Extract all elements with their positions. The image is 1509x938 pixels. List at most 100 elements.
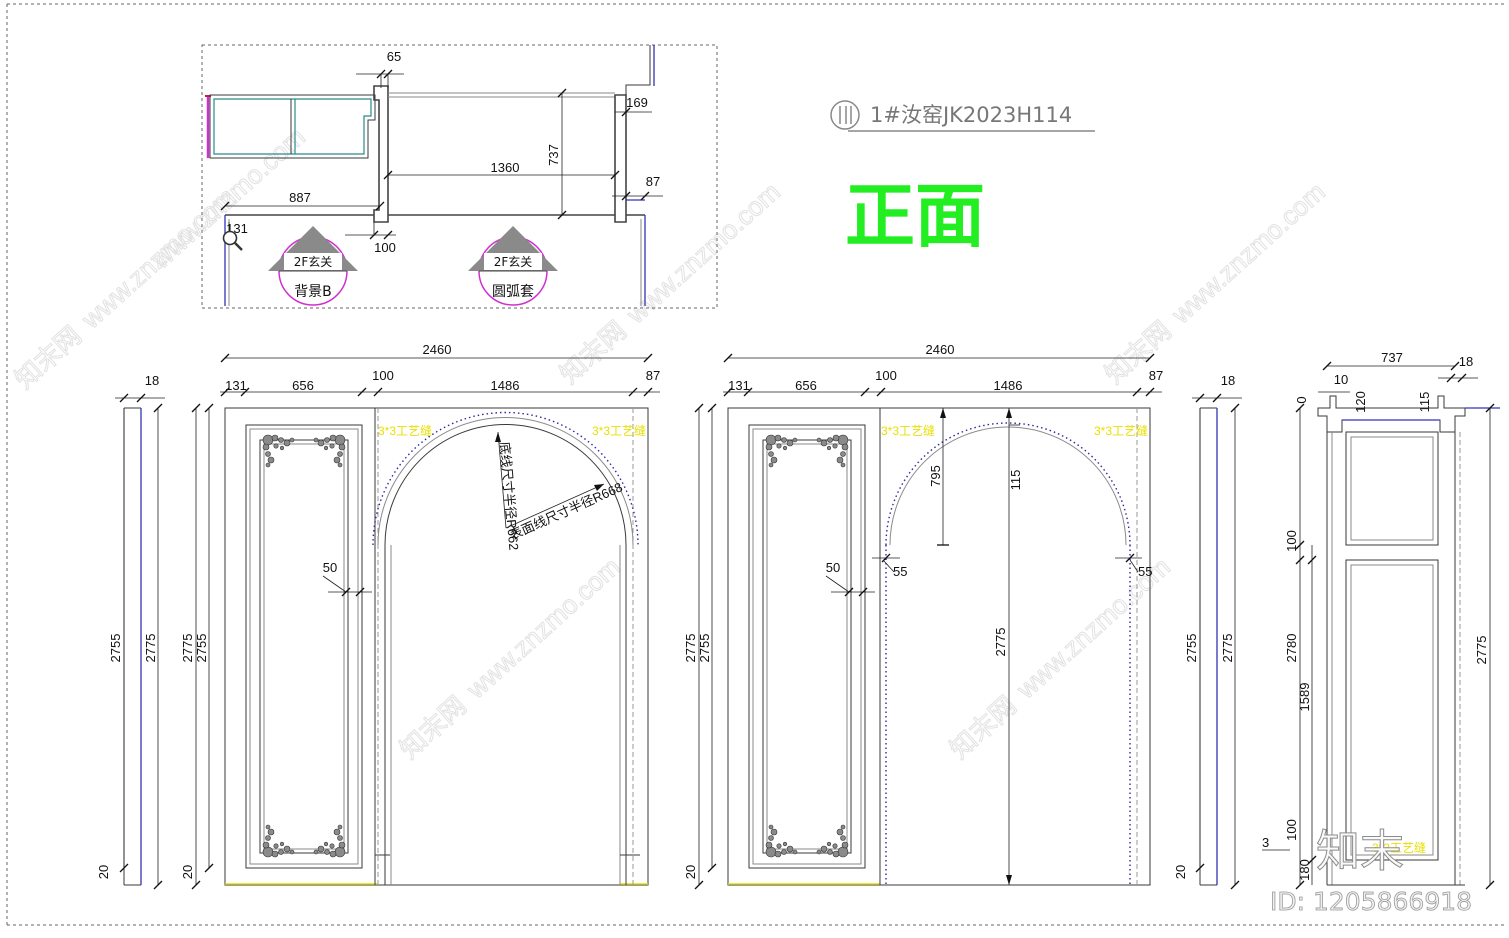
dim-section-height: 2775 (1474, 636, 1489, 665)
watermark-brand: 知末网 (394, 690, 472, 764)
dim-section-top: 115 (1417, 392, 1432, 413)
watermark-brand: 知末网 (9, 320, 87, 394)
dim-section-top: 0 (1294, 396, 1309, 403)
plan-dimensions: 1360 737 887 65 169 87 100 131 (220, 49, 663, 255)
watermark: 知末网 www.znzmo.com (943, 551, 1176, 765)
dim-elev-height: 2755 (697, 634, 712, 663)
dim-panel-gap: 50 (826, 560, 840, 575)
asset-id: ID: 1205866918 (1270, 887, 1472, 916)
dim-segment: 87 (1149, 368, 1163, 383)
dim-overall-width: 2460 (926, 342, 955, 357)
corner-ornament (262, 824, 295, 858)
dim-reveal: 55 (1138, 564, 1152, 579)
arch-opening (879, 408, 1138, 885)
dim-section-width: 737 (1381, 350, 1403, 365)
dim-elev-base: 20 (683, 865, 698, 879)
dim-plan-cabinet: 887 (289, 190, 311, 205)
plan-frame (201, 44, 718, 309)
corner-ornament (765, 824, 798, 858)
elevation-outline (727, 407, 1151, 886)
elevation-b: 2775 2755 20 2460 131 656 100 1486 87 (683, 342, 1163, 890)
watermark: 知末网 www.znzmo.com (393, 551, 626, 765)
watermark-site: www.znzmo.com (460, 551, 626, 704)
brand-overlay: 知末 ID: 1205866918 (1270, 826, 1473, 917)
dim-elev-height: 2775 (683, 634, 698, 663)
dim-plan-width: 1360 (491, 160, 520, 175)
dim-section-left: 100 (1284, 530, 1299, 552)
plan-cabinet (205, 94, 376, 159)
watermark-site: www.znzmo.com (1165, 176, 1331, 329)
dim-plan-return: 87 (646, 174, 660, 189)
dim-segment: 131 (728, 378, 750, 393)
elevation-a: 2775 2755 20 2460 131 656 100 1486 87 (180, 342, 660, 890)
sheet-border (6, 3, 1505, 926)
dim-segment: 656 (292, 378, 314, 393)
dim-arch-rise: 795 (928, 465, 943, 487)
dim-center-height: 2775 (993, 628, 1008, 657)
dim-side-height: 2755 (108, 634, 123, 663)
section-marker-background-b: 2F玄关 背景B (268, 226, 358, 306)
plan-view: 1360 737 887 65 169 87 100 131 (201, 44, 718, 309)
dim-segment: 1486 (994, 378, 1023, 393)
dim-trim: 115 (1008, 470, 1023, 491)
dim-segment: 100 (372, 368, 394, 383)
side-section: 737 18 10 120 0 115 100 2780 1589 100 (1262, 350, 1500, 890)
corner-ornament (313, 824, 346, 858)
dim-elev-height: 2755 (194, 634, 209, 663)
joint-label: 3*3工艺缝 (378, 423, 432, 438)
dim-section-left: 100 (1284, 819, 1299, 841)
dim-side-height: 2775 (143, 634, 158, 663)
dim-section-top: 120 (1353, 391, 1368, 413)
dim-side-base: 20 (1173, 865, 1188, 879)
dim-segment: 131 (225, 378, 247, 393)
watermark: 知末网 www.znzmo.com (553, 176, 786, 390)
dim-plan-column: 169 (626, 95, 648, 110)
dim-section-top: 10 (1334, 372, 1348, 387)
watermark-brand: 知末网 (1099, 315, 1177, 389)
side-profile-b: 18 2755 2775 20 (1173, 373, 1242, 890)
dim-side-height: 2755 (1184, 634, 1199, 663)
joint-label: 3*3工艺缝 (592, 423, 646, 438)
dim-section-left: 3 (1262, 835, 1269, 850)
dim-side-base: 20 (96, 865, 111, 879)
dim-section-left: 180 (1297, 859, 1312, 881)
brand-logo-icon (830, 100, 860, 130)
decorative-panel (748, 424, 866, 869)
drawing-title: 1#汝窑JK2023H114 正面 (830, 100, 1095, 257)
dim-plan-column-b: 100 (374, 240, 396, 255)
dim-segment: 100 (875, 368, 897, 383)
dim-segment: 87 (646, 368, 660, 383)
radius-label: 表面线尺寸半径R668 (507, 479, 625, 542)
dim-section-left: 2780 (1284, 634, 1299, 663)
dim-side-thickness: 18 (145, 373, 159, 388)
marker-tag: 2F玄关 (294, 254, 333, 269)
marker-name: 背景B (294, 284, 332, 300)
watermark-layer: 知末网 www.znzmo.com www.znzmo.com 知末网 www.… (8, 121, 1331, 765)
marker-name: 圆弧套 (492, 284, 534, 300)
dim-plan-depth: 737 (546, 144, 561, 166)
marker-tag: 2F玄关 (494, 254, 533, 269)
dim-panel-gap: 50 (323, 560, 337, 575)
dim-segment: 1486 (491, 378, 520, 393)
dim-reveal: 55 (893, 564, 907, 579)
section-marker-arch-trim: 2F玄关 圆弧套 (468, 226, 558, 306)
dim-plan-wall: 65 (387, 49, 401, 64)
dim-segment: 656 (795, 378, 817, 393)
watermark-brand: 知末网 (554, 315, 632, 389)
zoom-icon (222, 230, 243, 251)
elevation-outline (224, 407, 649, 886)
drawing-number: 1#汝窑JK2023H114 (870, 103, 1072, 127)
watermark-brand: 知末网 (944, 690, 1022, 764)
joint-label: 3*3工艺缝 (1372, 840, 1426, 855)
dim-side-thickness: 18 (1221, 373, 1235, 388)
plan-walls (224, 45, 655, 306)
dim-section-thickness: 18 (1459, 354, 1473, 369)
joint-label: 3*3工艺缝 (1094, 423, 1148, 438)
dim-overall-width: 2460 (423, 342, 452, 357)
side-profile-a: 18 2755 2775 20 (96, 373, 165, 890)
arch-opening (372, 408, 640, 885)
dim-section-left: 1589 (1297, 683, 1312, 712)
dim-elev-height: 2775 (180, 634, 195, 663)
view-label: 正面 (845, 174, 985, 257)
